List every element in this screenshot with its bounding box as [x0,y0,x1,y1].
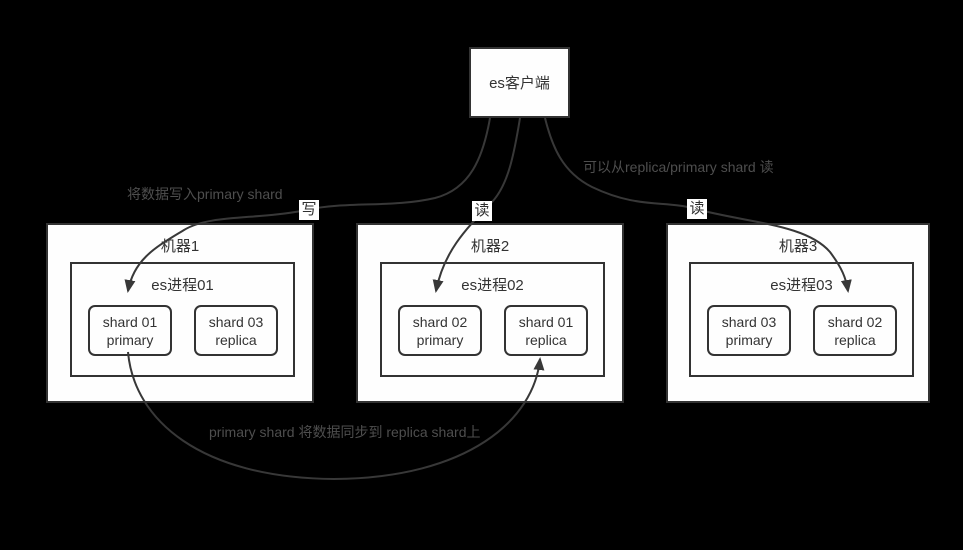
machine1-process-label: es进程01 [151,277,214,294]
shard01-primary-box: shard 01 primary [88,305,172,356]
shard02-primary-box: shard 02 primary [398,305,482,356]
machine1-box: 机器1 es进程01 shard 01 primary shard 03 rep… [46,223,314,403]
machine2-box: 机器2 es进程02 shard 02 primary shard 01 rep… [356,223,624,403]
machine2-process-label: es进程02 [461,277,524,294]
shard01-replica-box: shard 01 replica [504,305,588,356]
machine3-label: 机器3 [778,238,818,255]
read-badge-machine2: 读 [472,201,492,221]
machine2-label: 机器2 [470,238,510,255]
read-note: 可以从replica/primary shard 读 [583,159,774,175]
shard03-primary-box: shard 03 primary [707,305,791,356]
es-client-label: es客户端 [489,75,550,92]
shard02-replica-box: shard 02 replica [813,305,897,356]
read-badge-machine3: 读 [687,199,707,219]
machine2-process-box: es进程02 shard 02 primary shard 01 replica [380,262,605,377]
es-client-box: es客户端 [469,47,570,118]
write-badge: 写 [299,200,319,220]
machine1-process-box: es进程01 shard 01 primary shard 03 replica [70,262,295,377]
machine3-process-label: es进程03 [770,277,833,294]
machine3-process-box: es进程03 shard 03 primary shard 02 replica [689,262,914,377]
write-note: 将数据写入primary shard [127,186,283,202]
shard03-replica-box: shard 03 replica [194,305,278,356]
sync-note: primary shard 将数据同步到 replica shard上 [209,424,481,440]
machine1-label: 机器1 [160,238,200,255]
machine3-box: 机器3 es进程03 shard 03 primary shard 02 rep… [666,223,930,403]
